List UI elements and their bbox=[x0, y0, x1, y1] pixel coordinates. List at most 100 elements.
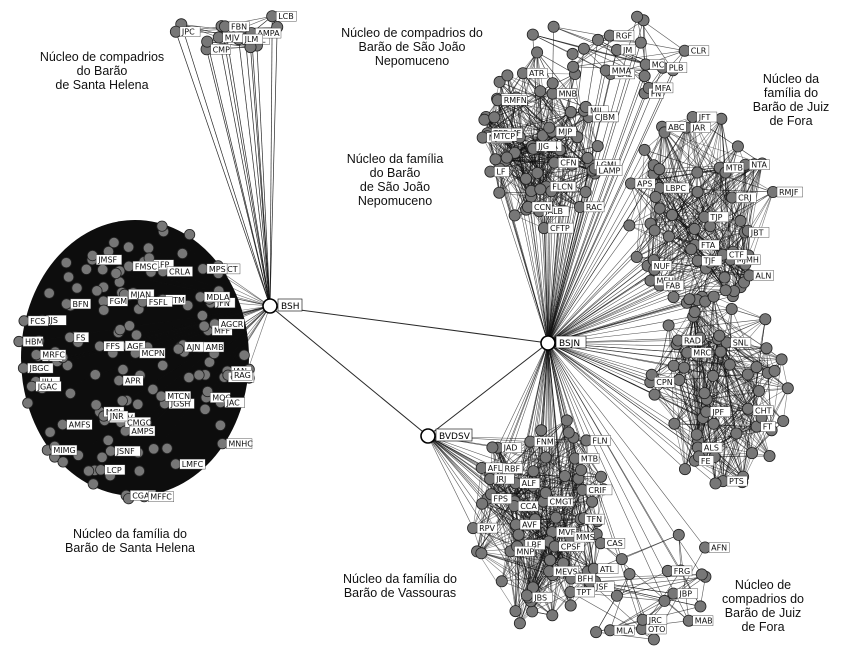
node-label: RMJF bbox=[776, 186, 803, 198]
node-label: ATL bbox=[597, 563, 619, 574]
node-label-text: FLCN bbox=[552, 183, 573, 192]
edge bbox=[227, 305, 271, 372]
node-label-text: AMFS bbox=[69, 421, 91, 430]
edge bbox=[547, 342, 564, 564]
node-label-text: FBN bbox=[231, 22, 247, 31]
edge bbox=[547, 342, 682, 571]
edge bbox=[679, 379, 749, 410]
node-label: AMPA bbox=[255, 27, 282, 39]
node-label: FLN bbox=[590, 435, 611, 446]
node-label-text: OTO bbox=[648, 625, 665, 634]
edge bbox=[547, 53, 574, 344]
edge bbox=[547, 42, 642, 344]
network-node bbox=[113, 374, 125, 387]
edge bbox=[629, 126, 663, 226]
edge bbox=[532, 34, 573, 55]
node-label-box bbox=[128, 289, 155, 300]
edge bbox=[640, 42, 685, 51]
edge bbox=[547, 225, 711, 344]
node-label-box bbox=[518, 500, 539, 512]
node-label-text: CMGC bbox=[127, 418, 152, 427]
node-label: JSNF bbox=[114, 445, 141, 457]
edge bbox=[547, 259, 731, 344]
network-node bbox=[586, 495, 599, 508]
node-label-text: CPN bbox=[656, 378, 672, 387]
node-label: MFFC bbox=[147, 491, 174, 502]
edge bbox=[674, 319, 766, 424]
node-label: CCA bbox=[518, 500, 539, 512]
edge bbox=[673, 260, 698, 298]
edge bbox=[547, 255, 749, 344]
network-node bbox=[30, 349, 42, 361]
edge bbox=[427, 435, 522, 545]
node-label: FCS bbox=[27, 315, 49, 327]
node-label: JBS bbox=[532, 592, 553, 603]
node-label-box bbox=[276, 10, 297, 22]
edge bbox=[547, 342, 675, 424]
network-node bbox=[105, 445, 117, 457]
edge bbox=[704, 167, 720, 217]
node-label: ALS bbox=[701, 442, 723, 453]
edge bbox=[629, 573, 643, 620]
node-label-box bbox=[665, 121, 687, 133]
node-label-text: MJV bbox=[225, 33, 240, 42]
node-label-text: MFA bbox=[655, 84, 672, 93]
node-label-box bbox=[748, 227, 770, 238]
edge bbox=[476, 524, 517, 552]
node-label-box bbox=[476, 522, 498, 534]
edge bbox=[698, 388, 788, 442]
network-node bbox=[130, 329, 143, 341]
node-label-box bbox=[701, 255, 723, 266]
network-node bbox=[579, 185, 592, 198]
network-node bbox=[678, 361, 691, 374]
edge bbox=[673, 365, 707, 412]
edge bbox=[595, 573, 630, 633]
network-node bbox=[203, 356, 216, 368]
network-node bbox=[673, 373, 686, 386]
node-label-box bbox=[524, 539, 546, 550]
node-label: FLCN bbox=[550, 181, 577, 192]
hub-label-box bbox=[555, 335, 587, 349]
node-label-box bbox=[710, 406, 731, 417]
node-label-text: JNR bbox=[109, 412, 124, 421]
edge bbox=[659, 187, 734, 252]
node-label: JMSF bbox=[95, 254, 122, 265]
network-node bbox=[653, 202, 666, 215]
edge bbox=[684, 337, 701, 470]
edge bbox=[668, 325, 675, 424]
node-label-box bbox=[40, 349, 67, 360]
node-label-box bbox=[147, 491, 174, 502]
node-label-text: AFN bbox=[711, 544, 727, 553]
node-label-text: RAD bbox=[684, 337, 701, 346]
network-node bbox=[488, 111, 501, 124]
node-label: BFN bbox=[70, 298, 91, 310]
edge bbox=[547, 93, 646, 344]
node-label-box bbox=[735, 192, 757, 203]
node-label-box bbox=[114, 445, 141, 457]
network-node bbox=[690, 428, 703, 441]
edge bbox=[530, 342, 549, 442]
node-label-box bbox=[652, 82, 674, 94]
network-node bbox=[760, 342, 773, 355]
edge bbox=[522, 73, 538, 173]
edge bbox=[713, 423, 753, 454]
node-label-text: JPF bbox=[711, 408, 724, 417]
node-label: JSF bbox=[593, 581, 615, 592]
network-node bbox=[658, 594, 671, 607]
node-label-text: LGML bbox=[596, 161, 619, 170]
edge bbox=[636, 228, 695, 258]
node-label-box bbox=[708, 542, 730, 553]
node-label-box bbox=[535, 140, 557, 152]
node-label-box bbox=[688, 45, 710, 56]
edge bbox=[534, 342, 549, 594]
network-node bbox=[123, 260, 135, 272]
node-label-box bbox=[752, 405, 774, 416]
node-label: CMGT bbox=[547, 496, 574, 507]
network-node bbox=[176, 247, 188, 260]
edge bbox=[530, 190, 549, 344]
network-node bbox=[493, 186, 506, 199]
node-label-text: MJMH bbox=[737, 256, 759, 265]
network-node bbox=[719, 284, 732, 297]
node-label-text: LMFC bbox=[182, 460, 204, 469]
network-node bbox=[775, 353, 788, 366]
